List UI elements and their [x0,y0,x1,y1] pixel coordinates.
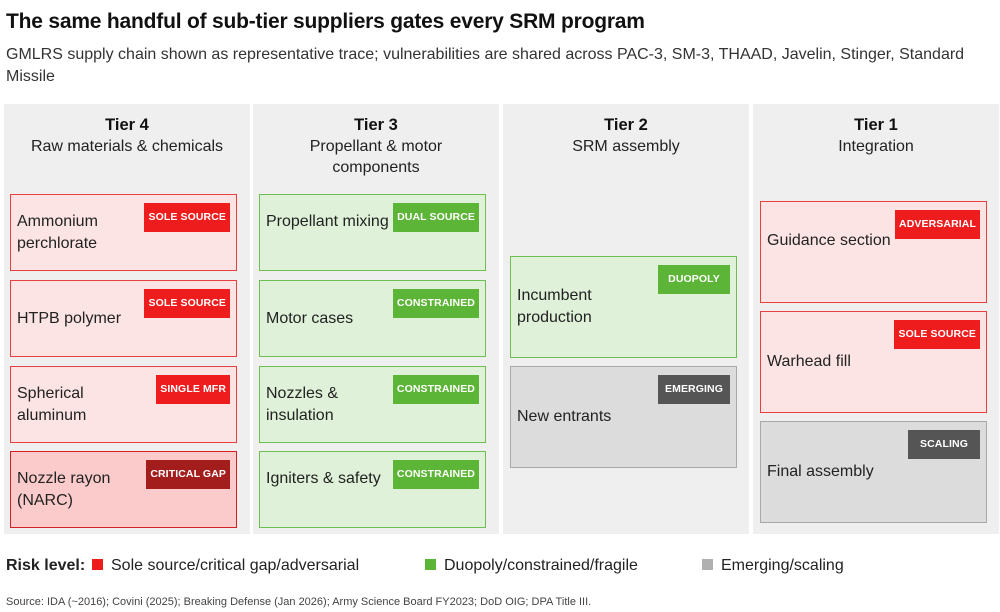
tier-1-column: Tier 1 Integration Guidance section ADVE… [753,104,999,534]
status-badge: DUAL SOURCE [393,203,479,232]
status-badge: CRITICAL GAP [146,460,230,489]
card-spherical-aluminum: Spherical aluminum SINGLE MFR [10,366,237,443]
column-header: Tier 3 Propellant & motor components [253,114,499,178]
tier-label: Tier 2 [604,116,648,134]
status-badge: SOLE SOURCE [144,203,230,232]
legend: Risk level: Sole source/critical gap/adv… [6,557,996,579]
legend-label: Duopoly/constrained/fragile [444,557,638,574]
card-label: Ammonium perchlorate [17,213,98,252]
source-note: Source: IDA (~2016); Covini (2025); Brea… [6,596,592,608]
status-badge: CONSTRAINED [392,289,479,318]
status-badge: SCALING [908,430,980,459]
status-badge: ADVERSARIAL [895,210,980,239]
tier-label: Tier 4 [105,116,149,134]
card-propellant-mixing: Propellant mixing DUAL SOURCE [259,194,486,271]
tier-label: Tier 3 [354,116,398,134]
status-badge: SOLE SOURCE [894,320,980,349]
tier-name: SRM assembly [572,138,680,155]
card-label: Nozzle rayon (NARC) [17,470,111,509]
card-incumbent-production: Incumbent production DUOPOLY [510,256,737,358]
card-label: Propellant mixing [266,213,389,230]
card-new-entrants: New entrants EMERGING [510,366,737,468]
status-badge: CONSTRAINED [392,460,479,489]
chart-subtitle: GMLRS supply chain shown as representati… [6,46,965,85]
card-warhead-fill: Warhead fill SOLE SOURCE [760,311,987,413]
card-nozzles-insulation: Nozzles & insulation CONSTRAINED [259,366,486,443]
column-header: Tier 4 Raw materials & chemicals [4,114,250,157]
green-swatch-icon [425,559,436,570]
tier-3-column: Tier 3 Propellant & motor components Pro… [253,104,499,534]
legend-label: Sole source/critical gap/adversarial [111,557,360,574]
card-label: Guidance section [767,232,891,249]
card-guidance-section: Guidance section ADVERSARIAL [760,201,987,303]
legend-item-gray: Emerging/scaling [702,557,844,575]
card-htpb-polymer: HTPB polymer SOLE SOURCE [10,280,237,357]
card-label: Warhead fill [767,353,851,370]
red-swatch-icon [92,559,103,570]
card-label: Nozzles & insulation [266,385,339,424]
status-badge: DUOPOLY [658,265,730,294]
card-label: Motor cases [266,310,354,327]
legend-item-green: Duopoly/constrained/fragile [425,557,638,575]
tier-4-column: Tier 4 Raw materials & chemicals Ammoniu… [4,104,250,534]
tier-label: Tier 1 [854,116,898,134]
legend-title: Risk level: [6,557,86,574]
status-badge: CONSTRAINED [392,375,479,404]
card-label: Final assembly [767,463,874,480]
status-badge: SINGLE MFR [156,375,230,404]
card-label: Spherical aluminum [17,385,87,424]
card-label: Incumbent production [517,287,592,326]
card-label: Igniters & safety [266,470,381,487]
status-badge: EMERGING [658,375,730,404]
card-label: HTPB polymer [17,310,122,327]
card-final-assembly: Final assembly SCALING [760,421,987,523]
status-badge: SOLE SOURCE [144,289,230,318]
chart-title: The same handful of sub-tier suppliers g… [6,10,645,33]
tier-name: Propellant & motor components [309,138,443,176]
column-header: Tier 1 Integration [753,114,999,157]
tier-name: Integration [838,138,914,155]
tier-2-column: Tier 2 SRM assembly Incumbent production… [503,104,749,534]
card-ammonium-perchlorate: Ammonium perchlorate SOLE SOURCE [10,194,237,271]
gray-swatch-icon [702,559,713,570]
tier-name: Raw materials & chemicals [30,138,224,155]
card-igniters-safety: Igniters & safety CONSTRAINED [259,451,486,528]
legend-item-red: Sole source/critical gap/adversarial [92,557,359,575]
column-header: Tier 2 SRM assembly [503,114,749,157]
card-nozzle-rayon: Nozzle rayon (NARC) CRITICAL GAP [10,451,237,528]
card-label: New entrants [517,408,612,425]
card-motor-cases: Motor cases CONSTRAINED [259,280,486,357]
legend-label: Emerging/scaling [721,557,844,574]
